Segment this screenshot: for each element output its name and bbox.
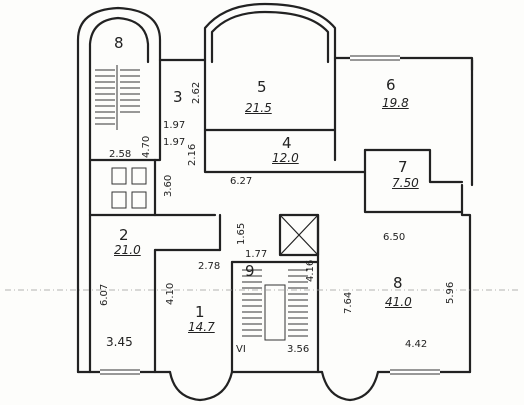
dimension-label: 7.64 (343, 291, 354, 314)
dimension-label: 3.56 (287, 344, 310, 355)
dimension-label: 2.62 (191, 81, 202, 104)
dimension-label: 6.27 (230, 176, 253, 187)
room-area: 41.0 (385, 295, 412, 309)
dimension-label: 5.96 (445, 281, 456, 304)
room-number: 3 (173, 88, 183, 106)
dimension-label: 4.42 (405, 339, 428, 350)
dimension-label: 1.97 (163, 120, 186, 131)
stair-tower-label: 8 (114, 34, 124, 52)
dimension-label: 4.10 (165, 282, 176, 305)
dimension-label: 4.16 (305, 259, 316, 282)
room-number: 7 (398, 158, 408, 176)
dimension-label: 1.97 (163, 137, 186, 148)
dimension-label: 1.77 (245, 249, 268, 260)
room-number: 4 (282, 134, 292, 152)
dimension-label: 3.60 (163, 174, 174, 197)
room-number: 2 (119, 226, 129, 244)
corner-mark: VI (236, 344, 246, 355)
room-number: 8 (393, 274, 403, 292)
dimension-label: 2.78 (198, 261, 221, 272)
room-area: 21.5 (245, 101, 272, 115)
room-area: 12.0 (272, 151, 299, 165)
room-area: 14.7 (188, 320, 215, 334)
room-area: 7.50 (392, 176, 419, 190)
dimension-label: 6.50 (383, 232, 406, 243)
room-number: 9 (245, 262, 255, 280)
dimension-label: 4.70 (141, 135, 152, 158)
dimension-label: 2.58 (109, 149, 132, 160)
room-number: 6 (386, 76, 396, 94)
dimension-label: 3.45 (106, 335, 133, 349)
room-area: 19.8 (382, 96, 409, 110)
dimension-label: 1.65 (236, 222, 247, 245)
room-area: 21.0 (114, 243, 141, 257)
dimension-label: 2.16 (187, 143, 198, 166)
dimension-label: 6.07 (99, 283, 110, 306)
room-number: 5 (257, 78, 267, 96)
room-number: 1 (195, 303, 205, 321)
